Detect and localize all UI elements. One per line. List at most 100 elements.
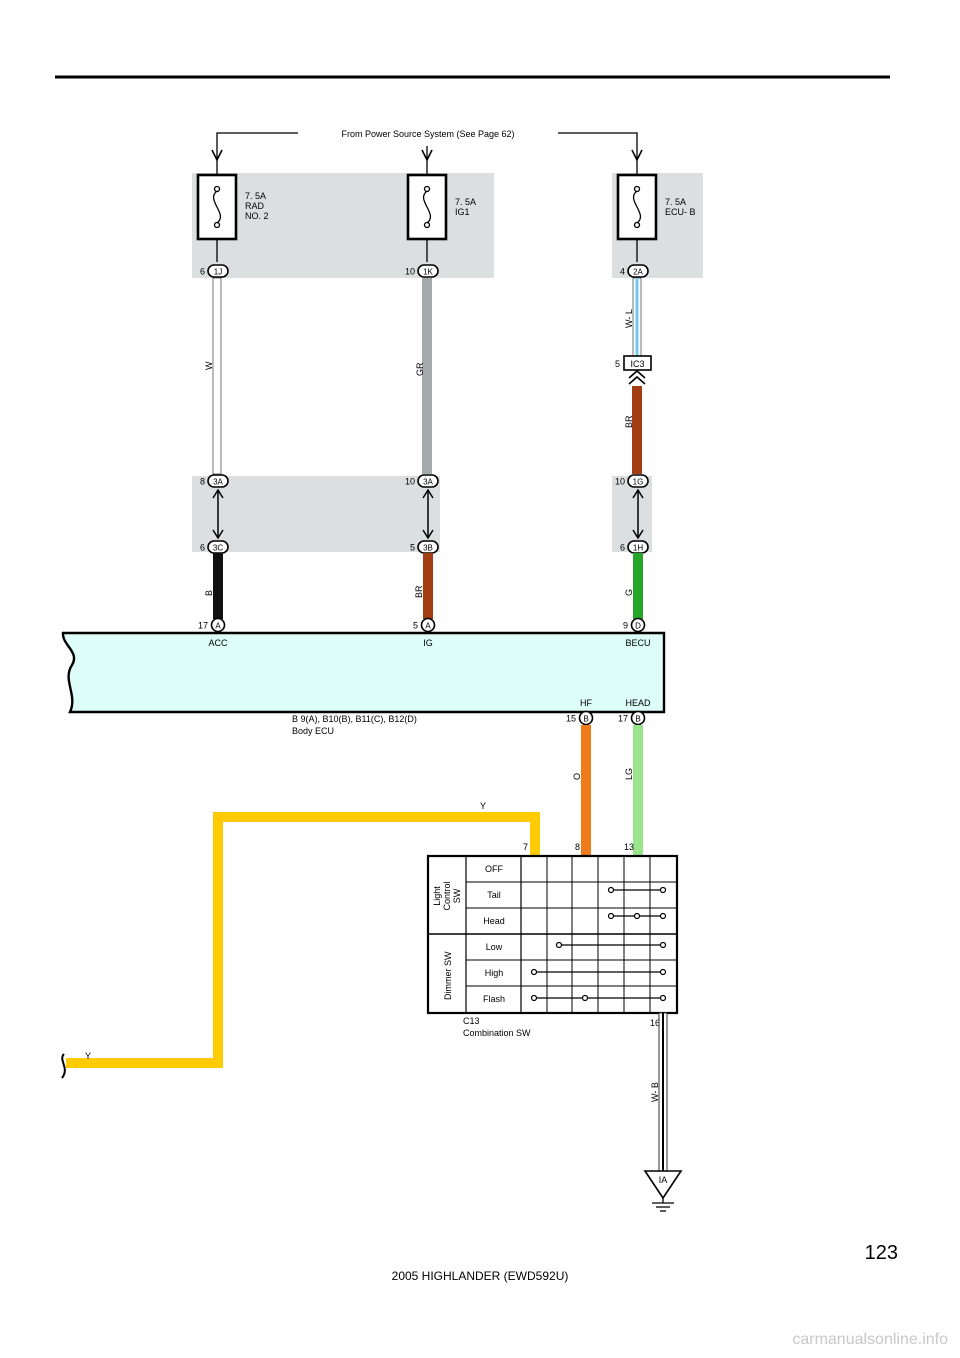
- connector-2a: [627, 264, 649, 278]
- ecu-label-hf: HF: [580, 698, 592, 708]
- wire-w-b-label: W- B: [650, 1082, 660, 1102]
- wire-gr: [422, 278, 432, 474]
- connector-1k-pin: 10: [405, 267, 415, 277]
- fuse-ecu-b: [616, 160, 658, 262]
- page-number: 123: [865, 1242, 898, 1264]
- junction-block-3: [192, 476, 440, 552]
- ecu-pin-hf-letter: B: [583, 715, 588, 724]
- wire-y: [66, 812, 540, 1068]
- wire-lg: [633, 725, 643, 856]
- wire-o-label: O: [572, 773, 582, 780]
- wire-y-break: [61, 1053, 66, 1079]
- wire-br-upper-label: BR: [624, 415, 634, 428]
- switch-pin-8: 8: [575, 842, 580, 852]
- connector-1h-pin: 6: [620, 543, 625, 553]
- switch-pin-13: 13: [624, 842, 634, 852]
- switch-row-head: Head: [483, 916, 505, 926]
- junction-block-4: [612, 476, 652, 552]
- connector-3a-left-pin: 8: [200, 477, 205, 487]
- connector-3c-id: 3C: [213, 544, 223, 553]
- switch-group-light-control-label: Light Control SW: [432, 881, 462, 911]
- connector-1j-pin: 6: [200, 267, 205, 277]
- combination-switch-table: [426, 854, 679, 1015]
- connector-ic3: [623, 355, 652, 371]
- ground-id: IA: [659, 1175, 668, 1185]
- ecu-pin-head-letter: B: [635, 715, 640, 724]
- wire-w-l-label: W- L: [624, 309, 634, 328]
- ecu-pin-head-connector: [630, 710, 646, 726]
- connector-1j-id: 1J: [214, 268, 222, 277]
- footer-title: 2005 HIGHLANDER (EWD592U): [392, 1269, 569, 1283]
- switch-contacts: [530, 886, 667, 1002]
- connector-ic3-chevrons: [628, 369, 646, 385]
- connector-3a-left-id: 3A: [213, 478, 223, 487]
- connector-2a-id: 2A: [633, 268, 643, 277]
- wire-b-label: B: [204, 590, 214, 596]
- ecu-pin-becu-number: 9: [623, 621, 628, 631]
- ecu-label-head: HEAD: [625, 698, 651, 708]
- connector-1g-pin: 10: [615, 477, 625, 487]
- wire-w-label: W: [204, 361, 214, 370]
- connector-2a-pin: 4: [620, 267, 625, 277]
- connector-3c-pin: 6: [200, 543, 205, 553]
- switch-pin-16: 16: [650, 1018, 660, 1028]
- fuse-2-rating: 7. 5A: [455, 197, 476, 207]
- connector-1k: [417, 264, 439, 278]
- body-ecu-box: [61, 631, 666, 714]
- ecu-pin-becu-letter: D: [635, 622, 641, 631]
- ecu-pin-hf-number: 15: [566, 714, 576, 724]
- connector-3a-mid: [417, 474, 439, 488]
- switch-group-dimmer: Dimmer SW: [443, 951, 453, 1000]
- ecu-pin-acc-connector: [210, 617, 226, 633]
- switch-row-off: OFF: [485, 864, 503, 874]
- wire-w-b: [658, 1012, 668, 1172]
- wire-br-lower: [423, 553, 433, 619]
- ground-symbol: [643, 1170, 683, 1212]
- connector-ic3-id: IC3: [630, 359, 644, 369]
- wire-y-label-bottom: Y: [85, 1051, 91, 1061]
- ecu-pin-becu-connector: [630, 617, 646, 633]
- fuse-1-rating: 7. 5A: [245, 191, 266, 201]
- switch-row-high: High: [485, 968, 504, 978]
- fuse-3-name: ECU- B: [665, 207, 696, 217]
- connector-joints: [212, 488, 644, 540]
- ecu-label-becu: BECU: [625, 638, 650, 648]
- connector-3b-pin: 5: [410, 543, 415, 553]
- switch-name: Combination SW: [463, 1028, 531, 1038]
- wire-w: [212, 277, 222, 475]
- fuse-3-rating: 7. 5A: [665, 197, 686, 207]
- wire-gr-label: GR: [415, 362, 425, 376]
- wire-w-l: [632, 277, 642, 357]
- ecu-pin-ig-connector: [420, 617, 436, 633]
- ecu-pin-acc-number: 17: [198, 621, 208, 631]
- connector-ic3-pin: 5: [615, 359, 620, 369]
- switch-group-light-control: Light Control SW: [432, 881, 462, 911]
- ecu-name: Body ECU: [292, 726, 334, 736]
- connector-1k-id: 1K: [423, 268, 433, 277]
- switch-row-flash: Flash: [483, 994, 505, 1004]
- fuse-rad-no2: [196, 160, 238, 262]
- fuse-2-name: IG1: [455, 207, 470, 217]
- connector-1g-id: 1G: [633, 478, 644, 487]
- ecu-pin-acc-letter: A: [215, 622, 221, 631]
- connector-1j: [207, 264, 229, 278]
- switch-row-low: Low: [486, 942, 503, 952]
- switch-row-tail: Tail: [487, 890, 501, 900]
- junction-block-1: [192, 173, 494, 278]
- power-source-label: From Power Source System (See Page 62): [341, 129, 514, 139]
- ecu-pin-head-number: 17: [618, 714, 628, 724]
- ecu-label-ig: IG: [423, 638, 433, 648]
- connector-3a-left: [207, 474, 229, 488]
- wire-g-label: G: [624, 589, 634, 596]
- wire-g: [633, 553, 643, 619]
- connector-1g: [627, 474, 649, 488]
- switch-pin-7: 7: [523, 842, 528, 852]
- wire-br-lower-label: BR: [414, 585, 424, 598]
- wire-b: [213, 553, 223, 619]
- ecu-pin-hf-connector: [578, 710, 594, 726]
- wire-br-upper: [632, 386, 642, 474]
- wire-lg-label: LG: [624, 768, 634, 780]
- wire-y-label-top: Y: [480, 801, 486, 811]
- ecu-ref: B 9(A), B10(B), B11(C), B12(D): [292, 714, 417, 724]
